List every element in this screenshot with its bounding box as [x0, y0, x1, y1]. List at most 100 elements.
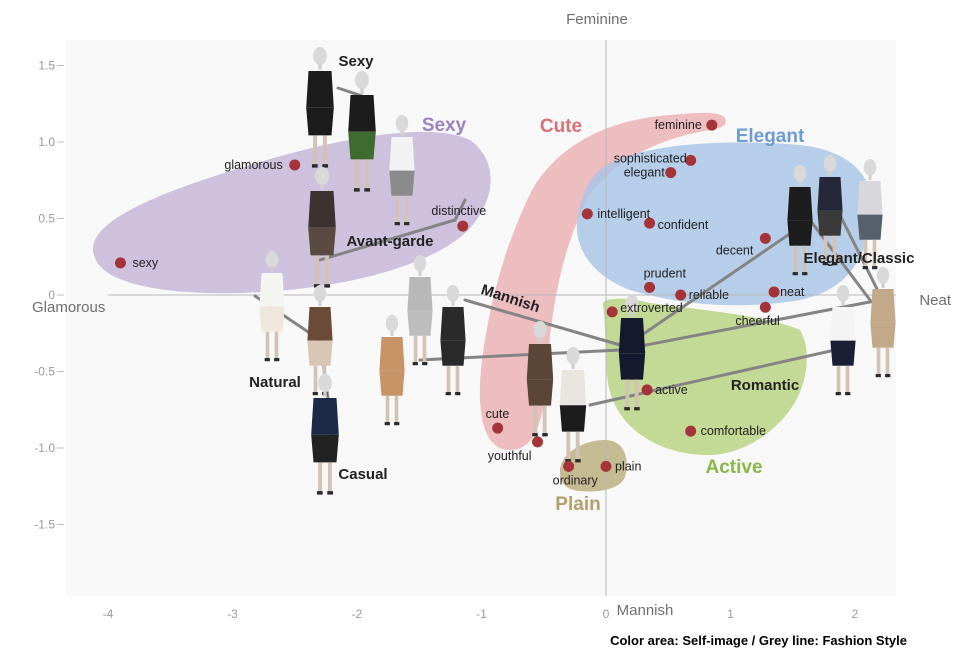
style-line [318, 218, 457, 262]
point-label-neat: neat [780, 285, 805, 299]
point-label-elegant: elegant [624, 166, 666, 180]
point-label-extroverted: extroverted [620, 301, 683, 315]
point-label-sexy: sexy [132, 256, 158, 270]
plot-background [66, 40, 896, 596]
point-label-distinctive: distinctive [431, 204, 486, 218]
point-label-decent: decent [716, 243, 754, 257]
axis-end-top: Feminine [566, 11, 628, 28]
dress-form-figure-icon [440, 284, 466, 396]
y-tick-label: 0 [48, 288, 55, 302]
region-label-cute: Cute [540, 116, 582, 137]
dress-form-figure-icon [870, 266, 896, 378]
data-points: sexyglamorousdistinctivefemininesophisti… [114, 118, 805, 487]
x-tick-label: -3 [227, 607, 238, 621]
point-label-cute: cute [486, 407, 510, 421]
data-point-plain [600, 460, 612, 472]
y-tick-label: 1.0 [38, 135, 55, 149]
style-label-natural: Natural [249, 374, 301, 391]
style-line [588, 348, 837, 407]
style-label-avant-garde: Avant-garde [347, 233, 434, 250]
x-tick-label: -1 [476, 607, 487, 621]
y-tick-label: 0.5 [38, 212, 55, 226]
axis-end-left: Glamorous [32, 299, 105, 316]
region-label-elegant: Elegant [736, 126, 805, 147]
dress-form-figure-icon [618, 294, 646, 411]
data-point-intelligent [581, 208, 593, 220]
dress-form-figure-icon [379, 314, 405, 426]
dress-form-figure-icon [526, 320, 554, 437]
point-label-active: active [655, 383, 688, 397]
style-label-casual: Casual [338, 466, 387, 483]
region-label-active: Active [705, 457, 762, 478]
fashion-style-labels: Sexy Avant-garde Natural Casual Mannish … [249, 53, 914, 483]
point-label-comfortable: comfortable [701, 424, 766, 438]
axes [108, 40, 896, 596]
mannequin-figures [259, 46, 896, 495]
style-line [838, 213, 882, 297]
data-point-youthful [532, 436, 544, 448]
point-label-cheerful: cheerful [735, 314, 779, 328]
region-active [602, 298, 807, 455]
data-point-sophisticated [685, 154, 697, 166]
style-line [336, 86, 364, 98]
axis-end-bottom: Mannish [617, 602, 674, 619]
dress-form-figure-icon [306, 46, 334, 168]
data-point-feminine [706, 119, 718, 131]
dress-form-figure-icon [348, 70, 376, 192]
data-point-extroverted [606, 306, 618, 318]
data-point-confident [644, 217, 656, 229]
chart-caption: Color area: Self-image / Grey line: Fash… [610, 633, 907, 648]
dress-form-figure-icon [830, 284, 856, 396]
x-tick-label: 2 [852, 607, 859, 621]
data-point-neat [768, 286, 780, 298]
point-label-plain: plain [615, 459, 641, 473]
y-tick-label: -0.5 [34, 365, 55, 379]
region-labels: Sexy Cute Elegant Active Plain [422, 115, 805, 515]
point-label-youthful: youthful [488, 449, 532, 463]
data-point-decent [759, 232, 771, 244]
point-label-intelligent: intelligent [597, 207, 650, 221]
data-point-prudent [644, 281, 656, 293]
dress-form-figure-icon [817, 154, 843, 266]
data-point-cheerful [759, 301, 771, 313]
point-label-ordinary: ordinary [553, 473, 599, 487]
x-tick-label: -4 [103, 607, 114, 621]
x-tick-label: -2 [352, 607, 363, 621]
dress-form-figure-icon [311, 373, 339, 495]
point-label-sophisticated: sophisticated [614, 151, 687, 165]
region-label-plain: Plain [555, 494, 600, 515]
point-label-feminine: feminine [655, 118, 702, 132]
y-tick-label: -1.5 [34, 518, 55, 532]
dress-form-figure-icon [559, 346, 587, 463]
style-label-romantic: Romantic [731, 377, 799, 394]
x-tick-label: 1 [727, 607, 734, 621]
dress-form-figure-icon [857, 158, 883, 270]
data-point-reliable [675, 289, 687, 301]
style-label-sexy: Sexy [338, 53, 374, 70]
point-label-reliable: reliable [689, 288, 729, 302]
data-point-cute [492, 422, 504, 434]
dress-form-figure-icon [787, 164, 813, 276]
point-label-confident: confident [658, 218, 709, 232]
point-label-prudent: prudent [644, 266, 687, 280]
data-point-ordinary [563, 460, 575, 472]
dress-form-figure-icon [389, 114, 415, 226]
style-label-elegant-classic: Elegant/Classic [804, 250, 915, 267]
data-point-elegant [665, 167, 677, 179]
data-point-distinctive [457, 220, 469, 232]
data-point-glamorous [289, 159, 301, 171]
axis-end-right: Neat [919, 292, 952, 309]
x-tick-label: 0 [603, 607, 610, 621]
data-point-sexy [114, 257, 126, 269]
style-line [618, 218, 812, 352]
dress-form-figure-icon [407, 254, 433, 366]
data-point-comfortable [685, 425, 697, 437]
y-tick-label: 1.5 [38, 59, 55, 73]
region-label-sexy: Sexy [422, 115, 467, 136]
style-line [453, 198, 467, 222]
dress-form-figure-icon [308, 166, 336, 288]
data-point-active [641, 384, 653, 396]
dress-form-figure-icon [259, 250, 285, 362]
